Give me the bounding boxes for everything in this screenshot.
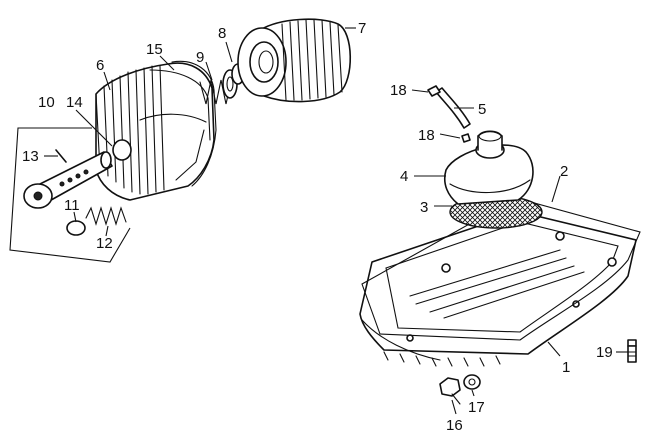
leader-11: [73, 211, 77, 223]
callout-3: 3: [420, 199, 428, 216]
callout-18b: 18: [418, 127, 435, 144]
callout-17: 17: [468, 399, 485, 416]
relief-valve-group-bracket: [9, 127, 131, 263]
sealing-washer: [463, 374, 481, 390]
oil-filter-element: [237, 18, 352, 103]
drain-bolt: [439, 377, 461, 405]
leader-15: [159, 55, 175, 71]
callout-11: 11: [64, 197, 80, 214]
leader-2: [551, 175, 561, 203]
relief-spring: [85, 206, 127, 226]
valve-piston: [66, 220, 86, 236]
sealing-washer-hole: [468, 378, 476, 386]
leader-18b: [439, 133, 461, 139]
hose-clip-lower: [461, 133, 471, 143]
callout-7: 7: [358, 20, 366, 37]
callout-18a: 18: [390, 82, 407, 99]
breather-hose: [435, 87, 471, 129]
pan-gasket: [361, 197, 641, 341]
o-ring-14: [112, 139, 132, 161]
callout-15: 15: [146, 41, 163, 58]
callout-8: 8: [218, 25, 226, 42]
callout-12: 12: [96, 235, 113, 252]
relief-valve: [23, 151, 113, 209]
callout-19: 19: [596, 344, 613, 361]
leader-16: [451, 399, 457, 415]
callout-14: 14: [66, 94, 83, 111]
leader-1: [547, 341, 561, 357]
leader-14: [75, 109, 113, 147]
callout-16: 16: [446, 417, 463, 434]
cover-o-ring: [171, 60, 217, 187]
leader-12: [105, 225, 109, 237]
oil-pan: [359, 211, 637, 367]
callout-9: 9: [196, 49, 204, 66]
pin-13: [55, 149, 67, 163]
pan-bolt: [627, 339, 637, 363]
callout-5: 5: [478, 101, 486, 118]
leader-9: [205, 61, 213, 81]
hose-clip-upper: [427, 85, 441, 97]
callout-13: 13: [22, 148, 39, 165]
callout-2: 2: [560, 163, 568, 180]
callout-4: 4: [400, 168, 408, 185]
leader-18a: [411, 89, 429, 93]
leader-8: [225, 41, 233, 63]
callout-6: 6: [96, 57, 104, 74]
filter-housing-cover: [95, 62, 215, 201]
leader-6: [103, 71, 111, 91]
callout-10: 10: [38, 94, 55, 111]
leader-17: [471, 389, 475, 397]
strainer-body: [443, 130, 534, 205]
callout-1: 1: [562, 359, 570, 376]
